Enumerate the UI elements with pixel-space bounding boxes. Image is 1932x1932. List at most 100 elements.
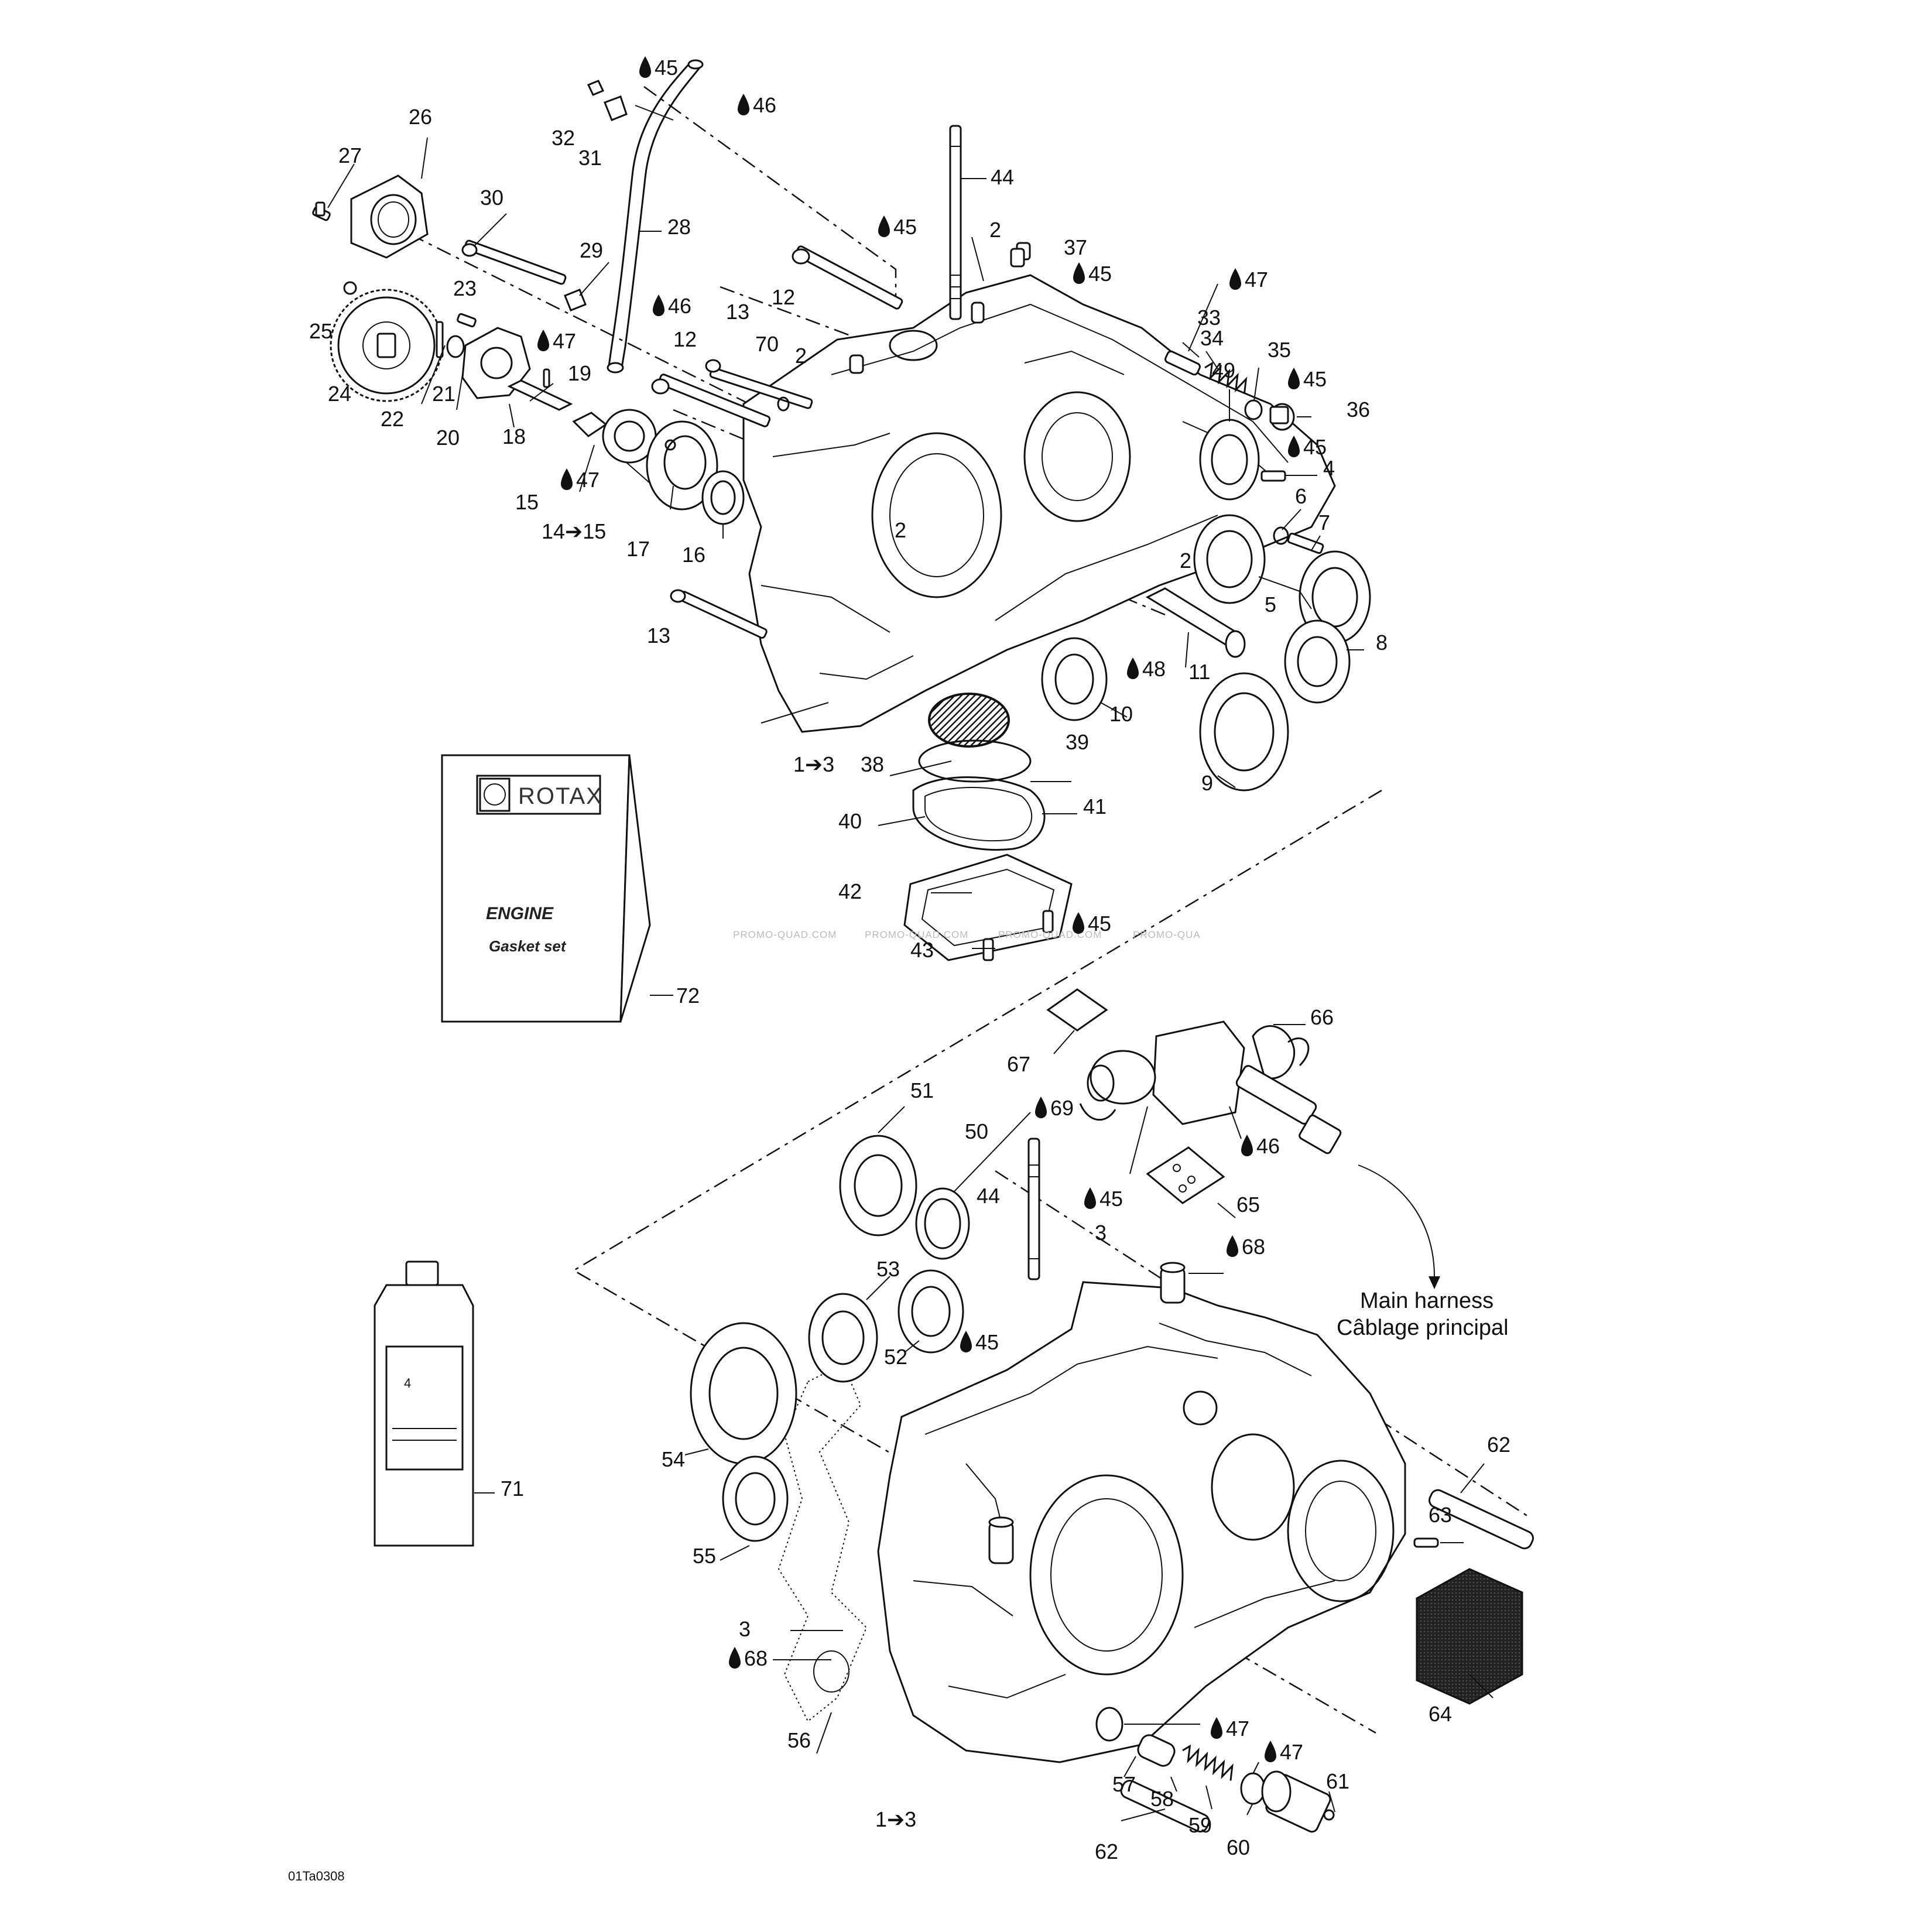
callout-number: 2 — [895, 518, 906, 542]
pump-17 — [646, 420, 718, 511]
seal-16 — [701, 470, 745, 525]
callout-number: 47 — [1280, 1740, 1303, 1764]
callout-number: 70 — [755, 332, 779, 356]
callout-number: 58 — [1150, 1787, 1174, 1811]
oil-drop-icon — [1035, 1097, 1047, 1118]
callout-c39: 39 — [1066, 730, 1089, 754]
plate-67 — [1046, 988, 1108, 1032]
lower-crankcase-half — [877, 1281, 1406, 1763]
callout-number: 32 — [551, 126, 575, 150]
spring-34 — [1204, 361, 1248, 394]
callout-number: 44 — [977, 1184, 1000, 1208]
pump-housing-20 — [461, 327, 531, 399]
cover-42 — [903, 854, 1073, 961]
callout-number: 47 — [553, 329, 576, 353]
nut-32 — [587, 80, 605, 96]
plug-57 — [1095, 1707, 1123, 1742]
callout-c12a: 12 — [772, 285, 795, 309]
callout-number: 2 — [1180, 549, 1191, 573]
washer-21 — [446, 335, 465, 358]
callout-number: 45 — [655, 56, 678, 80]
callout-number: 64 — [1429, 1702, 1452, 1726]
svg-text:PROMO-QUAD.COM: PROMO-QUAD.COM — [998, 929, 1102, 940]
callout-c69: 69 — [1035, 1096, 1074, 1120]
callout-c35: 35 — [1268, 338, 1291, 362]
oil-drop-icon — [960, 1331, 972, 1352]
oil-drop-icon — [1241, 1135, 1253, 1156]
callout-number: 10 — [1109, 702, 1133, 726]
bearing-51 — [839, 1135, 917, 1236]
callout-number: 65 — [1236, 1193, 1260, 1217]
callout-c45b: 45 — [878, 215, 917, 239]
callout-number: 48 — [1142, 657, 1166, 681]
oil-bottle-71: 4 — [374, 1260, 474, 1547]
oil-drop-icon — [729, 1647, 741, 1669]
foam-block-64 — [1416, 1568, 1523, 1705]
callout-c46a: 46 — [738, 93, 776, 117]
callout-number: 21 — [432, 382, 455, 406]
callout-c29: 29 — [580, 238, 603, 262]
callout-number: 63 — [1429, 1503, 1452, 1527]
dowel-3-lower — [988, 1516, 1014, 1564]
pin-19 — [543, 368, 550, 388]
callout-number: 47 — [576, 468, 600, 492]
callout-c50: 50 — [965, 1119, 988, 1143]
oil-drop-icon — [639, 56, 651, 78]
oil-drop-icon — [878, 215, 890, 237]
callout-c62b: 62 — [1095, 1839, 1118, 1864]
svg-text:PROMO-QUAD.COM: PROMO-QUAD.COM — [865, 929, 968, 940]
callout-number: 51 — [910, 1078, 934, 1102]
bearing-9 — [1199, 672, 1289, 792]
callout-c44b: 44 — [977, 1184, 1000, 1208]
callout-number: 68 — [1242, 1235, 1265, 1259]
callout-number: 55 — [693, 1544, 716, 1568]
callout-c36: 36 — [1347, 398, 1370, 422]
gasket-56 — [777, 1363, 868, 1722]
callout-number: 34 — [1200, 326, 1224, 350]
callout-number: 4 — [1323, 456, 1335, 480]
callout-number: 46 — [668, 294, 691, 318]
callout-c45a: 45 — [639, 56, 678, 80]
screw-23 — [457, 313, 477, 328]
callout-number: 15 — [515, 490, 539, 514]
callout-number: 2 — [989, 218, 1001, 242]
circlip-25 — [343, 281, 357, 295]
callout-number: 14➔15 — [542, 519, 606, 543]
callout-c64: 64 — [1429, 1702, 1452, 1726]
callout-c41: 41 — [1083, 794, 1107, 818]
callout-number: 29 — [580, 238, 603, 262]
callout-number: 22 — [381, 407, 404, 431]
figure-code: 01Ta0308 — [288, 1869, 345, 1883]
callout-number: 38 — [861, 752, 884, 776]
callout-c58: 58 — [1150, 1787, 1174, 1811]
ref-arrow-upper: 1➔3 — [793, 752, 834, 776]
callout-c2a: 2 — [989, 218, 1001, 242]
callout-number: 45 — [893, 215, 917, 239]
gasket-65 — [1146, 1146, 1225, 1204]
callout-c6: 6 — [1295, 484, 1307, 508]
bearing-53 — [808, 1293, 878, 1383]
leader-lines — [327, 105, 1493, 1821]
callout-number: 12 — [772, 285, 795, 309]
callout-number: 46 — [753, 93, 776, 117]
bearing-55 — [722, 1455, 789, 1542]
callout-c37: 37 — [1064, 235, 1087, 259]
harness-label-en: Main harness — [1360, 1289, 1493, 1313]
callout-number: 62 — [1487, 1433, 1510, 1457]
callout-c17: 17 — [626, 537, 650, 561]
pin-22 — [436, 321, 444, 358]
oil-drop-icon — [1288, 368, 1300, 389]
callout-c59: 59 — [1188, 1813, 1212, 1837]
screw-7 — [1287, 532, 1324, 554]
callout-c68a: 68 — [1227, 1235, 1265, 1259]
callout-number: 40 — [838, 809, 862, 833]
sensor-assembly-66 — [1079, 1020, 1342, 1155]
callout-c14: 14➔15 — [542, 519, 606, 543]
bottle-text: 4 — [404, 1376, 411, 1390]
callout-number: 41 — [1083, 794, 1107, 818]
kit-title: ENGINE — [486, 904, 554, 923]
oring-70 — [777, 396, 790, 412]
screws-43 — [982, 910, 1054, 961]
callout-number: 39 — [1066, 730, 1089, 754]
